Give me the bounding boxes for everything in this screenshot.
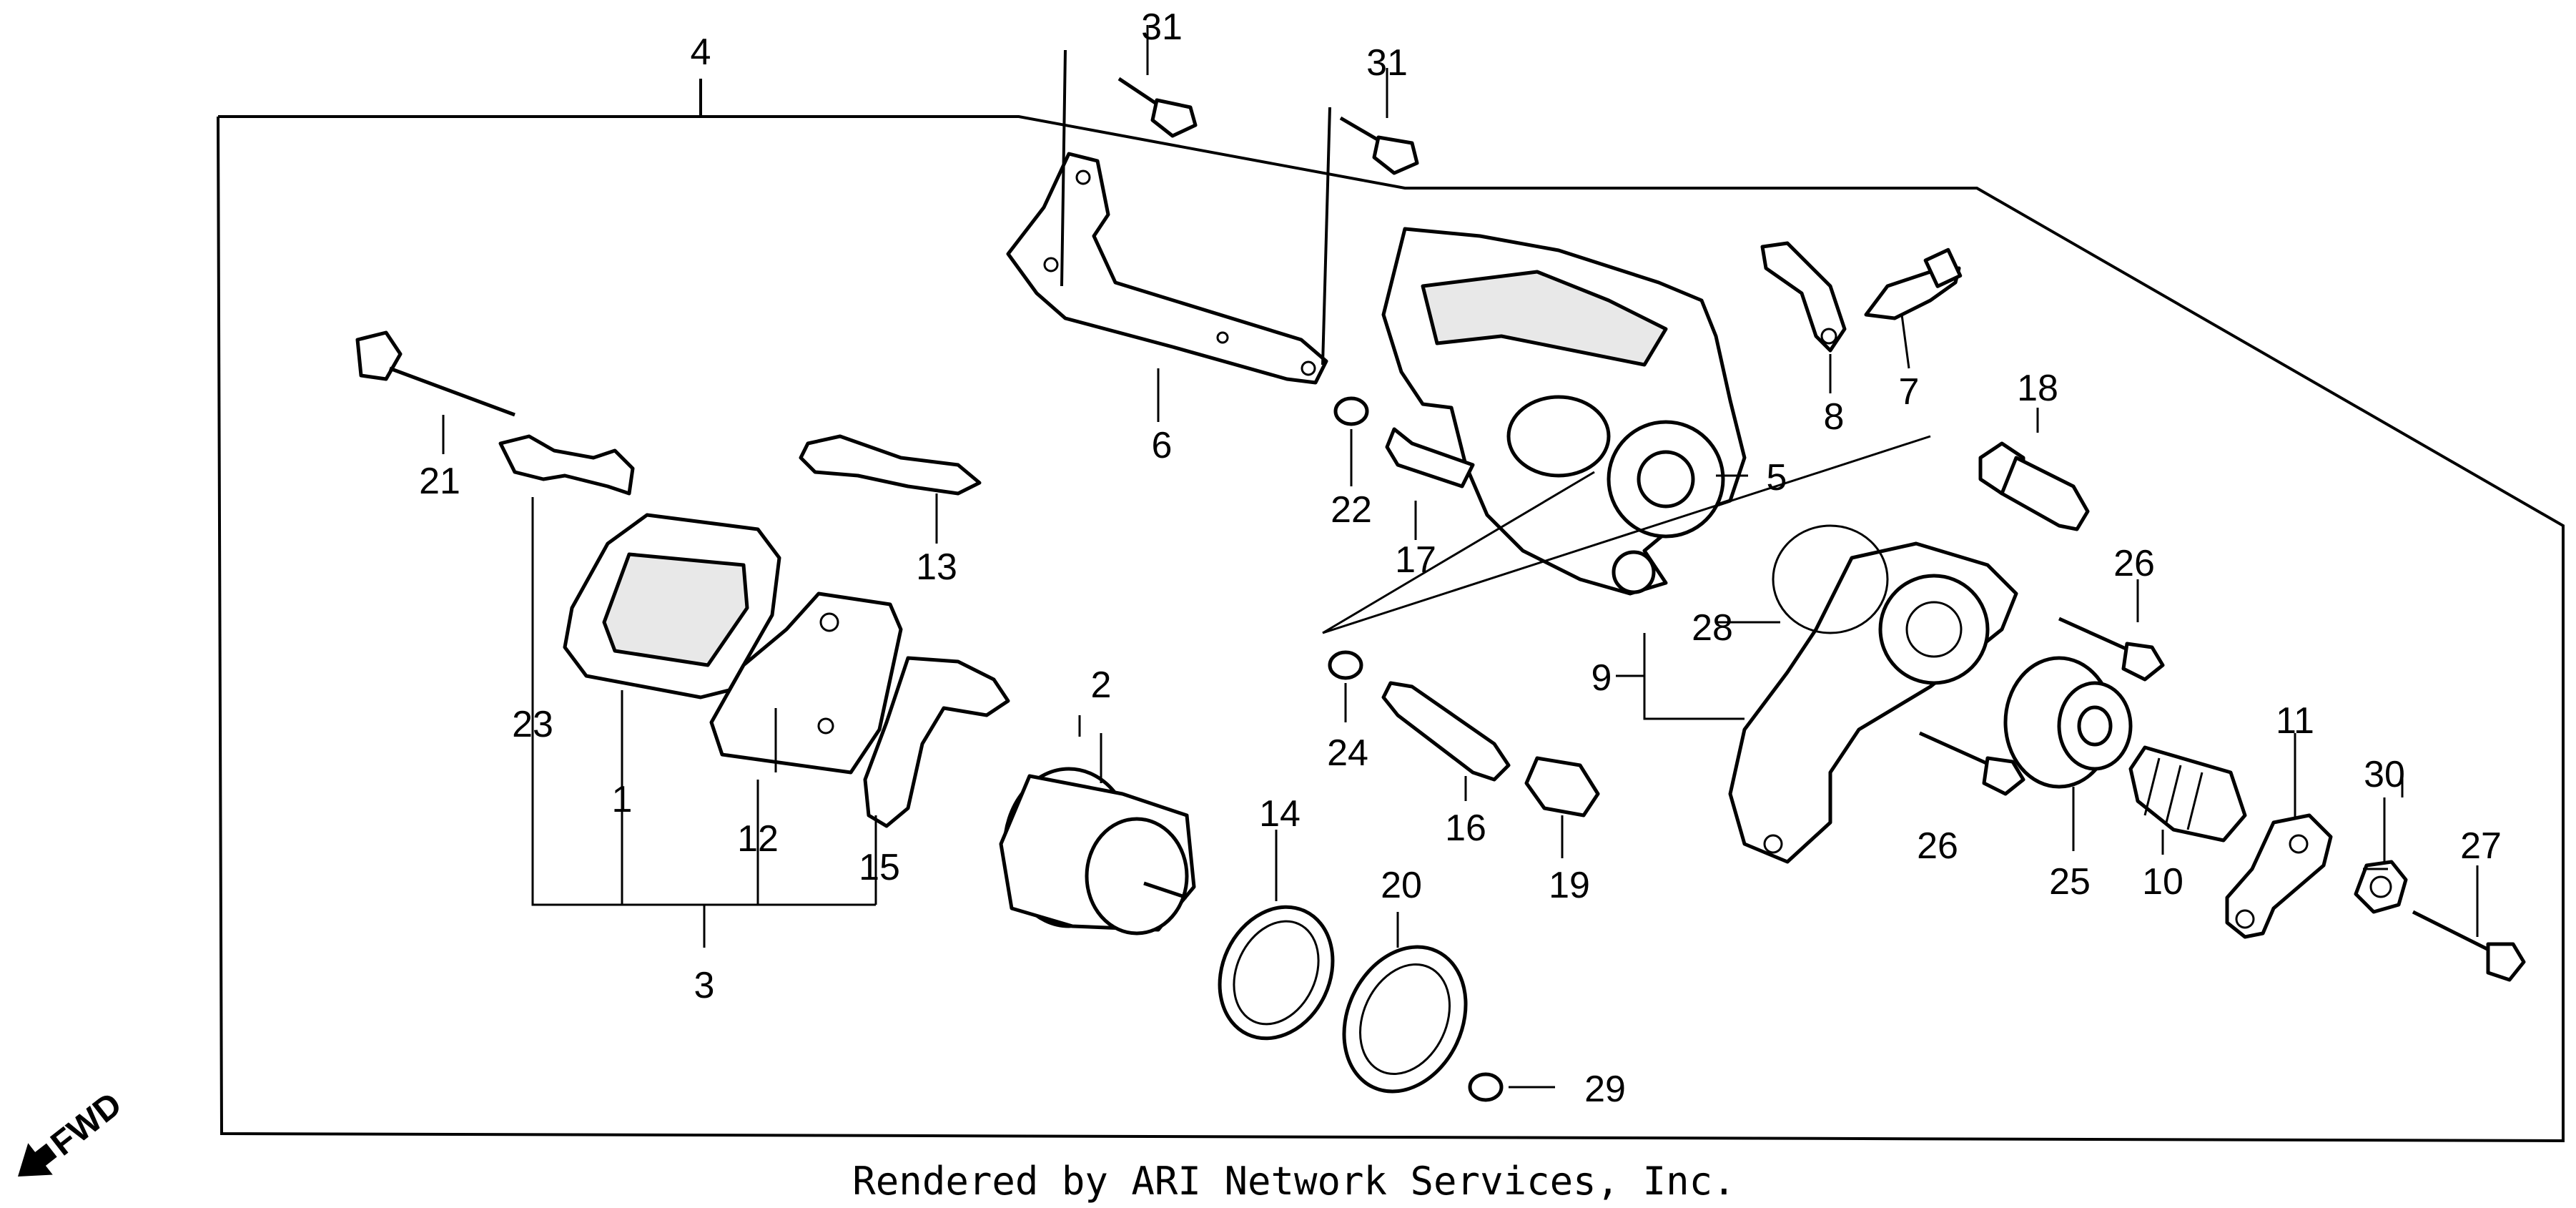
- caliper-body: [1381, 227, 1747, 596]
- callout-25: 25: [2049, 861, 2091, 903]
- pin-retainer: [1760, 241, 1847, 353]
- callout-26-upper: 26: [2113, 543, 2155, 584]
- callout-8: 8: [1824, 396, 1845, 438]
- callout-17: 17: [1395, 539, 1436, 581]
- callout-2: 2: [1091, 664, 1112, 706]
- assembly-boundary: [217, 79, 2565, 1143]
- washer: [1333, 396, 1369, 426]
- callout-27: 27: [2460, 825, 2502, 867]
- callout-12: 12: [737, 818, 779, 860]
- pad-shim-spring: [799, 434, 982, 496]
- pad-retainer-spring: [863, 656, 1010, 828]
- callout-13: 13: [916, 546, 957, 588]
- dust-seal: [1342, 945, 1468, 1094]
- callout-28: 28: [1692, 607, 1733, 649]
- caliper-piston: [999, 767, 1196, 936]
- callout-4: 4: [691, 31, 711, 73]
- callout-20: 20: [1381, 865, 1422, 906]
- callout-5: 5: [1767, 457, 1787, 499]
- caliper-bracket: [1006, 49, 1331, 385]
- forward-label: FWD: [44, 1085, 129, 1163]
- callout-1: 1: [612, 779, 633, 820]
- piston-seal: [1218, 905, 1335, 1041]
- callout-26-lower: 26: [1917, 825, 1958, 867]
- pin-bolt: [355, 330, 515, 417]
- adjuster-spring: [2128, 745, 2247, 843]
- render-credit: Rendered by ARI Network Services, Inc.: [852, 1159, 1735, 1204]
- callout-3: 3: [694, 965, 715, 1006]
- slide-pin: [1381, 681, 1511, 782]
- pad-shim: [709, 591, 903, 775]
- callout-18: 18: [2017, 368, 2058, 409]
- lock-nut: [2354, 860, 2408, 914]
- callout-9: 9: [1592, 657, 1612, 699]
- callout-30: 30: [2364, 754, 2405, 795]
- callout-14: 14: [1259, 793, 1301, 835]
- pad-spring: [498, 434, 635, 496]
- leader-lines: [442, 25, 2479, 1089]
- adjuster-arm: [2225, 813, 2333, 939]
- lever-pivot-bolt: [1978, 441, 2090, 531]
- callout-21: 21: [419, 461, 460, 502]
- lever-bolt: [2058, 617, 2165, 682]
- callout-labels: 1 2 3 4 5 6 7 8 9 10 11 12 13 14 15 16 1…: [419, 6, 2502, 1110]
- bleeder-valve: [1864, 247, 1963, 320]
- bracket-bolt: [1339, 116, 1419, 175]
- callout-31-left: 31: [1141, 6, 1183, 48]
- lever-bolt: [1918, 731, 2025, 796]
- callout-15: 15: [859, 847, 900, 888]
- callout-22: 22: [1331, 489, 1372, 531]
- bracket-bolt: [1117, 77, 1198, 138]
- callout-10: 10: [2142, 861, 2183, 903]
- slide-pin: [1385, 427, 1475, 488]
- callout-7: 7: [1899, 371, 1920, 413]
- circlip: [1468, 1072, 1504, 1102]
- cam-shaft: [2003, 656, 2133, 789]
- forward-arrow-icon: [18, 1143, 57, 1177]
- callout-24: 24: [1327, 732, 1368, 774]
- callout-6: 6: [1152, 425, 1173, 466]
- pin-boot: [1524, 756, 1600, 817]
- adjuster-bolt: [2412, 910, 2526, 982]
- washer: [1328, 650, 1363, 680]
- callout-19: 19: [1549, 865, 1590, 906]
- callout-23: 23: [512, 704, 553, 745]
- parking-lever: [1728, 524, 2018, 864]
- callout-29: 29: [1584, 1069, 1626, 1110]
- callout-16: 16: [1445, 807, 1486, 849]
- callout-11: 11: [2276, 700, 2314, 742]
- forward-direction-indicator: FWD: [18, 1085, 129, 1177]
- brake-pad: [563, 513, 781, 699]
- callout-31-right: 31: [1366, 42, 1408, 84]
